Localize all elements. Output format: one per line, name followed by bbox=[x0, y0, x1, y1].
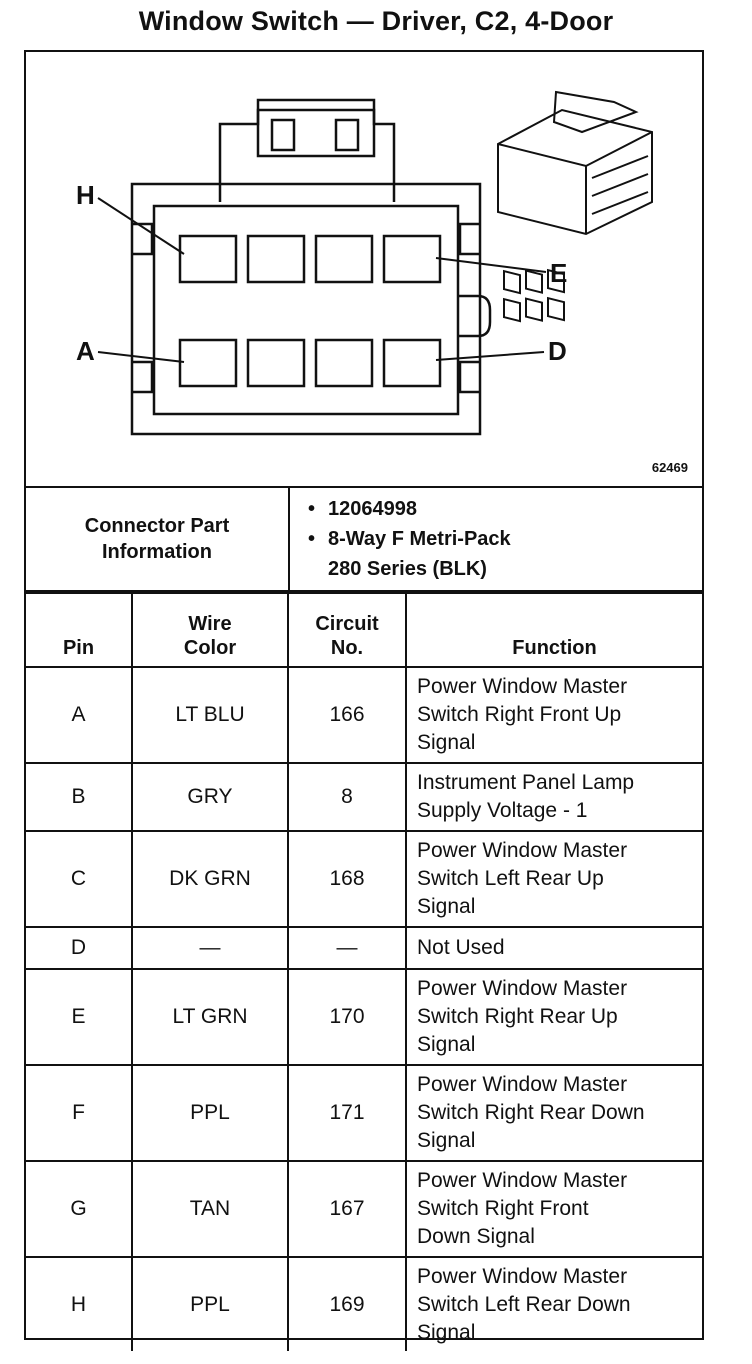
cavity-d bbox=[382, 338, 442, 388]
pin-cell: G bbox=[26, 1160, 133, 1258]
pin-cell: C bbox=[26, 830, 133, 928]
circuit-cell: 168 bbox=[287, 830, 407, 928]
wire-color-cell: TAN bbox=[131, 1160, 289, 1258]
wire-color-cell: DK GRN bbox=[131, 830, 289, 928]
connector-info-label: Connector Part Information bbox=[26, 488, 290, 590]
wire-color-cell: — bbox=[131, 926, 289, 970]
pin-cell: E bbox=[26, 968, 133, 1066]
connector-info-label-line1: Connector Part bbox=[84, 515, 230, 537]
connector-part-information: Connector Part Information 12064998 8-Wa… bbox=[26, 488, 702, 592]
callout-a: A bbox=[76, 336, 95, 366]
callout-d: D bbox=[548, 336, 567, 366]
connector-face-illustration: H E A D bbox=[76, 90, 653, 436]
pin-cell: A bbox=[26, 666, 133, 764]
wire-color-cell: LT GRN bbox=[131, 968, 289, 1066]
leader-d bbox=[435, 351, 545, 361]
connector-info-list: 12064998 8-Way F Metri-Pack 280 Series (… bbox=[304, 494, 511, 584]
callout-h: H bbox=[76, 180, 95, 210]
leader-e bbox=[435, 257, 547, 273]
header-pin: Pin bbox=[26, 592, 133, 668]
latch-tab bbox=[256, 108, 376, 158]
circuit-cell: 169 bbox=[287, 1256, 407, 1351]
function-cell: Not Used bbox=[405, 926, 702, 970]
figure-number: 62469 bbox=[651, 460, 688, 475]
circuit-cell: — bbox=[287, 926, 407, 970]
connector-body bbox=[130, 182, 482, 436]
leader-a bbox=[97, 351, 185, 363]
wire-color-cell: LT BLU bbox=[131, 666, 289, 764]
cavity-e bbox=[382, 234, 442, 284]
latch-outline bbox=[218, 98, 396, 202]
circuit-cell: 171 bbox=[287, 1064, 407, 1162]
circuit-cell: 167 bbox=[287, 1160, 407, 1258]
pin-cell: F bbox=[26, 1064, 133, 1162]
connector-description-line1: 8-Way F Metri-Pack bbox=[304, 524, 511, 554]
wire-color-cell: PPL bbox=[131, 1064, 289, 1162]
pin-cell: D bbox=[26, 926, 133, 970]
part-number: 12064998 bbox=[304, 494, 511, 524]
connector-sheet: H E A D 62469 Connecto bbox=[24, 50, 704, 1351]
circuit-cell: 166 bbox=[287, 666, 407, 764]
circuit-cell: 8 bbox=[287, 762, 407, 832]
connector-description-line2: 280 Series (BLK) bbox=[328, 558, 487, 580]
connector-isometric bbox=[497, 90, 653, 323]
wire-color-cell: GRY bbox=[131, 762, 289, 832]
circuit-cell: 170 bbox=[287, 968, 407, 1066]
pin-cell: H bbox=[26, 1256, 133, 1351]
connector-diagram: H E A D 62469 bbox=[26, 52, 702, 488]
connector-info-label-line2: Information bbox=[102, 541, 212, 563]
page-title: Window Switch — Driver, C2, 4-Door bbox=[138, 6, 614, 36]
keying-notch bbox=[458, 294, 492, 338]
cavity-a bbox=[178, 338, 238, 388]
wire-color-cell: PPL bbox=[131, 1256, 289, 1351]
leader-h bbox=[97, 197, 185, 255]
table-row: D — — Not Used bbox=[26, 926, 702, 970]
pin-cell: B bbox=[26, 762, 133, 832]
header-function: Function bbox=[405, 592, 702, 668]
cavity-h bbox=[178, 234, 238, 284]
